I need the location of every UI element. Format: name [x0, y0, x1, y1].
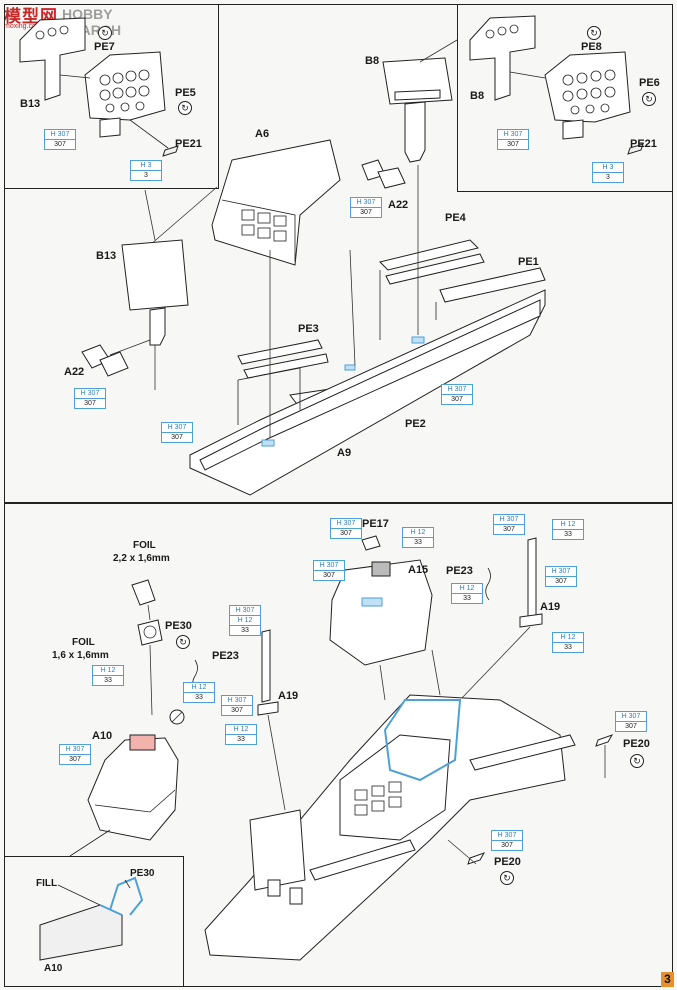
rotate-icon: ↻ — [178, 101, 192, 115]
lower-assembly-drawing — [39, 535, 614, 961]
label-a6: A6 — [255, 128, 270, 140]
fill-detail-frame — [4, 856, 184, 987]
label-pe23-left: PE23 — [212, 650, 239, 662]
label-a10-detail: A10 — [44, 963, 63, 974]
step-upper-frame — [4, 4, 673, 503]
label-pe23-right: PE23 — [446, 565, 473, 577]
label-b8-inset: B8 — [470, 90, 485, 102]
label-pe2: PE2 — [405, 418, 426, 430]
label-b13-inset: B13 — [20, 98, 41, 110]
rotate-icon: ↻ — [630, 754, 644, 768]
inset-right-drawing — [469, 15, 644, 155]
label-a10: A10 — [92, 730, 113, 742]
label-pe30-detail: PE30 — [130, 868, 155, 879]
label-a22: A22 — [64, 366, 85, 378]
label-pe30: PE30 — [165, 620, 192, 632]
label-a22-top: A22 — [388, 199, 409, 211]
label-pe20-bottom: PE20 — [494, 856, 521, 868]
rotate-icon: ↻ — [642, 92, 656, 106]
label-pe21-right: PE21 — [630, 138, 657, 150]
label-pe5: PE5 — [175, 87, 196, 99]
rotate-icon: ↻ — [98, 26, 112, 40]
label-foil-2-size: 1,6 x 1,6mm — [52, 650, 109, 661]
rotate-icon: ↻ — [176, 635, 190, 649]
label-pe7: PE7 — [94, 41, 115, 53]
label-pe20-right: PE20 — [623, 738, 650, 750]
label-a15: A15 — [408, 564, 429, 576]
label-pe17: PE17 — [362, 518, 389, 530]
label-a19-left: A19 — [278, 690, 299, 702]
inset-left-frame — [4, 4, 219, 189]
label-a19-right: A19 — [540, 601, 561, 613]
label-foil-1: FOIL — [133, 540, 156, 551]
label-b13: B13 — [96, 250, 117, 262]
inset-right-frame — [457, 4, 673, 192]
label-pe4: PE4 — [445, 212, 466, 224]
label-foil-1-size: 2,2 x 1,6mm — [113, 553, 170, 564]
label-a9: A9 — [337, 447, 352, 459]
label-pe21-left: PE21 — [175, 138, 202, 150]
label-pe8: PE8 — [581, 41, 602, 53]
label-fill: FILL — [36, 878, 58, 889]
rotate-icon: ↻ — [587, 26, 601, 40]
label-pe6: PE6 — [639, 77, 660, 89]
label-b8: B8 — [365, 55, 380, 67]
rotate-icon: ↻ — [500, 871, 514, 885]
step-lower-frame — [4, 503, 673, 987]
label-foil-2: FOIL — [72, 637, 95, 648]
upper-assembly-drawing — [81, 39, 546, 496]
inset-left-drawing — [19, 17, 179, 157]
watermark-url: moxing.com — [4, 23, 42, 30]
label-pe3: PE3 — [298, 323, 319, 335]
label-pe1: PE1 — [518, 256, 539, 268]
page-number: 3 — [661, 972, 674, 987]
